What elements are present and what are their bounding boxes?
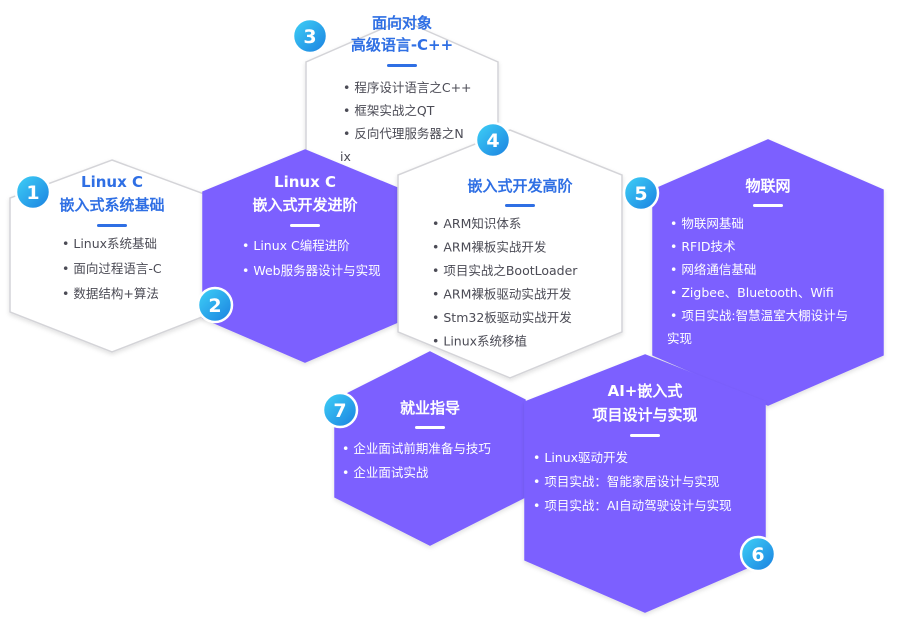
step-badge-4: 4	[474, 121, 512, 159]
title-underline-6	[630, 434, 660, 437]
bullet-icon: •	[670, 262, 681, 277]
hexagon-title-6: 项目设计与实现	[592, 406, 697, 424]
bullet-icon: •	[533, 498, 544, 513]
hexagon-item-5: • 物联网基础	[670, 216, 744, 231]
title-underline-1	[97, 224, 127, 227]
bullet-icon: •	[343, 126, 354, 141]
hexagon-item-3: • 程序设计语言之C++	[343, 80, 472, 95]
hexagon-item-6: • 项目实战：AI自动驾驶设计与实现	[533, 498, 732, 513]
hexagon-item-7: • 企业面试实战	[342, 465, 429, 480]
hexagon-item-5: • RFID技术	[670, 239, 736, 254]
bullet-icon: •	[432, 334, 443, 349]
hexagon-title-2: 嵌入式开发进阶	[252, 196, 358, 214]
hexagon-item-5: • 网络通信基础	[670, 262, 756, 277]
step-badge-6: 6	[739, 535, 777, 573]
hexagon-title-1: 嵌入式系统基础	[59, 196, 164, 214]
hexagon-item-2: • Linux C编程进阶	[242, 238, 350, 253]
hexagon-1: Linux C 嵌入式系统基础 • Linux系统基础 • 面向过程语言-C • 数据结…	[9, 159, 216, 353]
bullet-icon: •	[242, 263, 253, 278]
step-number: 7	[333, 400, 346, 422]
hexagon-item-2: • Web服务器设计与实现	[242, 263, 381, 278]
hexagon-item-3: • 框架实战之QT	[343, 103, 435, 118]
step-number: 5	[634, 183, 647, 205]
step-badge-circle	[474, 121, 512, 159]
hexagon-item-6: • 项目实战：智能家居设计与实现	[533, 474, 719, 489]
hexagon-item-4: • ARM知识体系	[432, 216, 521, 231]
bullet-icon: •	[432, 216, 443, 231]
bullet-icon: •	[670, 285, 681, 300]
hexagon-item-5: • 项目实战:智慧温室大棚设计与	[670, 308, 848, 323]
hexagon-title-3: 高级语言-C++	[351, 36, 453, 54]
title-underline-5	[753, 204, 783, 207]
bullet-icon: •	[342, 465, 353, 480]
step-badge-5: 5	[622, 174, 660, 212]
hexagon-item-6: • Linux驱动开发	[533, 450, 629, 465]
step-number: 2	[208, 295, 221, 317]
bullet-icon: •	[342, 441, 353, 456]
bullet-icon: •	[62, 236, 73, 251]
hexagon-2: Linux C 嵌入式开发进阶 • Linux C编程进阶 • Web服务器设计与实现	[202, 149, 408, 363]
hexagon-title-6: AI+嵌入式	[608, 382, 683, 400]
title-underline-4	[505, 204, 535, 207]
title-underline-2	[290, 224, 320, 227]
hexagon-title-4: 嵌入式开发高阶	[467, 177, 573, 195]
step-badge-circle	[739, 535, 777, 573]
hexagon-item-7: • 企业面试前期准备与技巧	[342, 441, 491, 456]
bullet-icon: •	[242, 238, 253, 253]
step-badge-circle	[14, 173, 52, 211]
step-badge-1: 1	[14, 173, 52, 211]
bullet-icon: •	[432, 310, 443, 325]
bullet-icon: •	[432, 240, 443, 255]
hexagon-title-1: Linux C	[81, 173, 143, 191]
step-badge-2: 2	[196, 286, 234, 324]
hexagon-item-4: • ARM裸板实战开发	[432, 240, 547, 255]
bullet-icon: •	[432, 263, 443, 278]
step-badge-circle	[196, 286, 234, 324]
step-number: 1	[26, 182, 39, 204]
step-badge-3: 3	[291, 17, 329, 55]
step-badge-circle	[321, 391, 359, 429]
hexagon-4: 嵌入式开发高阶 • ARM知识体系 • ARM裸板实战开发 • 项目实战之BootLo…	[397, 129, 623, 379]
hexagon-shape-6	[524, 354, 766, 613]
hexagon-item-1: • 面向过程语言-C	[62, 261, 162, 276]
bullet-icon: •	[343, 103, 354, 118]
hexagon-item-4: • ARM裸板驱动实战开发	[432, 287, 572, 302]
step-number: 4	[486, 130, 499, 152]
bullet-icon: •	[62, 261, 73, 276]
step-number: 3	[303, 26, 316, 48]
hexagon-item-1: • Linux系统基础	[62, 236, 157, 251]
hexagon-title-2: Linux C	[274, 173, 336, 191]
bullet-icon: •	[670, 308, 681, 323]
hexagon-7: 就业指导 • 企业面试前期准备与技巧 • 企业面试实战	[334, 351, 526, 546]
hexagon-item-3: • 反向代理服务器之N	[343, 126, 464, 141]
hexagon-shape-4	[397, 129, 623, 379]
step-number: 6	[751, 544, 764, 566]
bullet-icon: •	[432, 287, 443, 302]
hexagon-item-4: • Stm32板驱动实战开发	[432, 310, 572, 325]
hexagon-item-4: • 项目实战之BootLoader	[432, 263, 578, 278]
hexagon-title-3: 面向对象	[372, 14, 432, 32]
bullet-icon: •	[670, 239, 681, 254]
bullet-icon: •	[533, 450, 544, 465]
step-badge-circle	[291, 17, 329, 55]
bullet-icon: •	[670, 216, 681, 231]
hexagon-title-5: 物联网	[745, 177, 790, 195]
hexagon-5: 物联网 • 物联网基础 • RFID技术 • 网络通信基础 • Zigbee、Bluet…	[652, 139, 884, 406]
bullet-icon: •	[62, 286, 73, 301]
bullet-icon: •	[343, 80, 354, 95]
bullet-icon: •	[533, 474, 544, 489]
hexagon-item-4: • Linux系统移植	[432, 334, 527, 349]
step-badge-circle	[622, 174, 660, 212]
hexagon-title-7: 就业指导	[400, 399, 460, 417]
step-badge-7: 7	[321, 391, 359, 429]
hexagon-item-1: • 数据结构+算法	[62, 286, 159, 301]
title-underline-7	[415, 426, 445, 429]
title-underline-3	[387, 64, 417, 67]
hexagon-item-3: ix	[340, 149, 351, 164]
hexagon-item-5: 实现	[667, 331, 692, 346]
hexagon-item-5: • Zigbee、Bluetooth、Wifi	[670, 285, 834, 300]
